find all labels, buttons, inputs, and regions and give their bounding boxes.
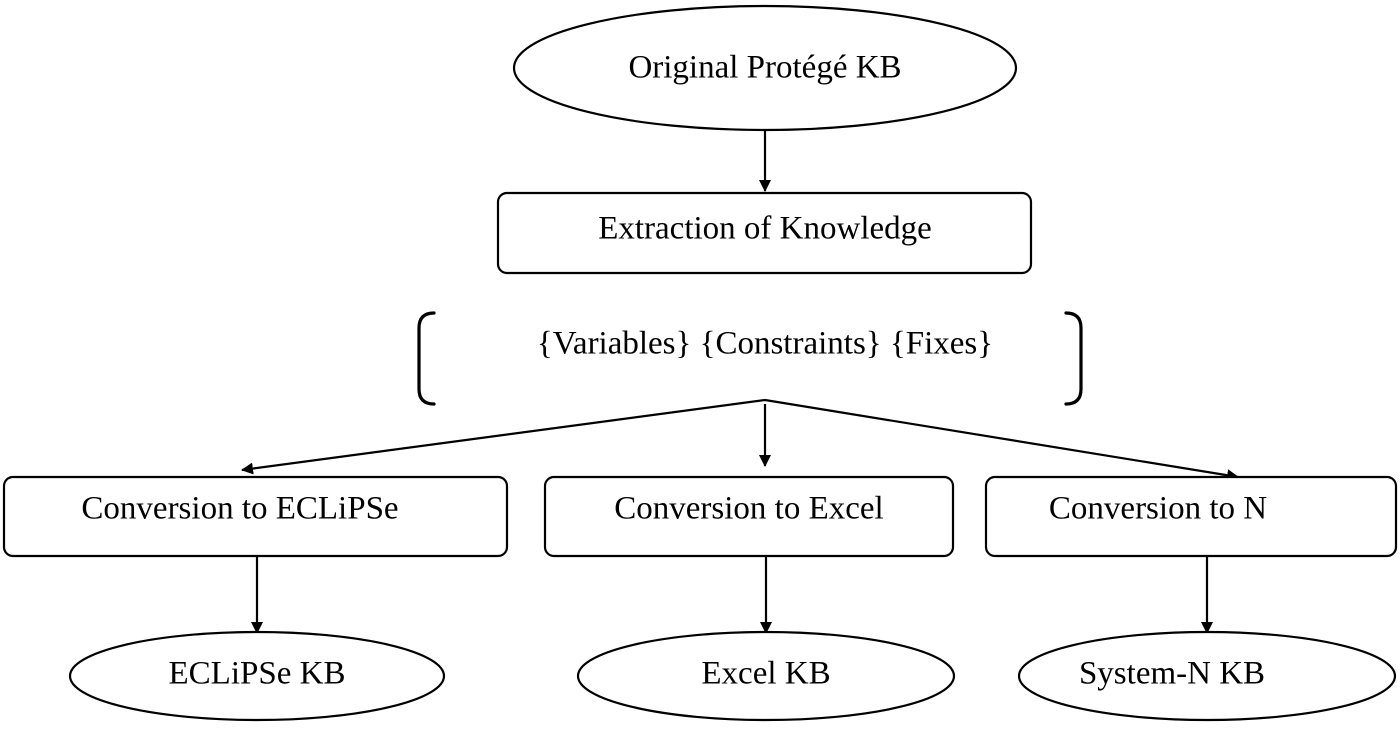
node-excel-kb-shape [576,630,956,722]
node-eclipse-kb-shape [68,630,446,722]
node-knowledge-sets: {Variables} {Constraints} {Fixes} [417,311,1083,406]
node-conversion-n-label: Conversion to N [1049,491,1267,527]
node-original-kb-label: Original Protégé KB [628,50,901,86]
node-eclipse-kb: ECLiPSe KB [68,630,446,722]
node-system-n-kb-shape [1017,630,1397,722]
right-bracket [1064,311,1083,406]
node-excel-kb: Excel KB [576,630,956,722]
node-conversion-excel-shape [543,475,955,558]
knowledge-sets-label: {Variables} {Constraints} {Fixes} [537,326,993,362]
node-system-n-kb-label: System-N KB [1079,656,1265,692]
node-extraction-shape [496,191,1033,275]
node-conversion-n-shape [984,475,1398,558]
node-conversion-eclipse-label: Conversion to ECLiPSe [81,491,398,527]
edge-sets-to-conversion-n [764,398,1239,482]
node-conversion-excel: Conversion to Excel [543,475,955,558]
node-eclipse-kb-label: ECLiPSe KB [169,656,346,692]
node-conversion-excel-label: Conversion to Excel [614,491,883,527]
node-conversion-n: Conversion to N [984,475,1398,558]
node-conversion-eclipse: Conversion to ECLiPSe [2,475,509,558]
left-bracket [417,311,436,406]
node-original-kb-shape [512,4,1018,132]
node-excel-kb-label: Excel KB [701,656,830,692]
node-extraction: Extraction of Knowledge [496,191,1033,275]
node-system-n-kb: System-N KB [1017,630,1397,722]
node-original-kb: Original Protégé KB [512,4,1018,132]
edge-sets-to-conversion-eclipse [241,398,766,475]
node-extraction-label: Extraction of Knowledge [598,211,932,247]
node-conversion-eclipse-shape [2,475,509,558]
